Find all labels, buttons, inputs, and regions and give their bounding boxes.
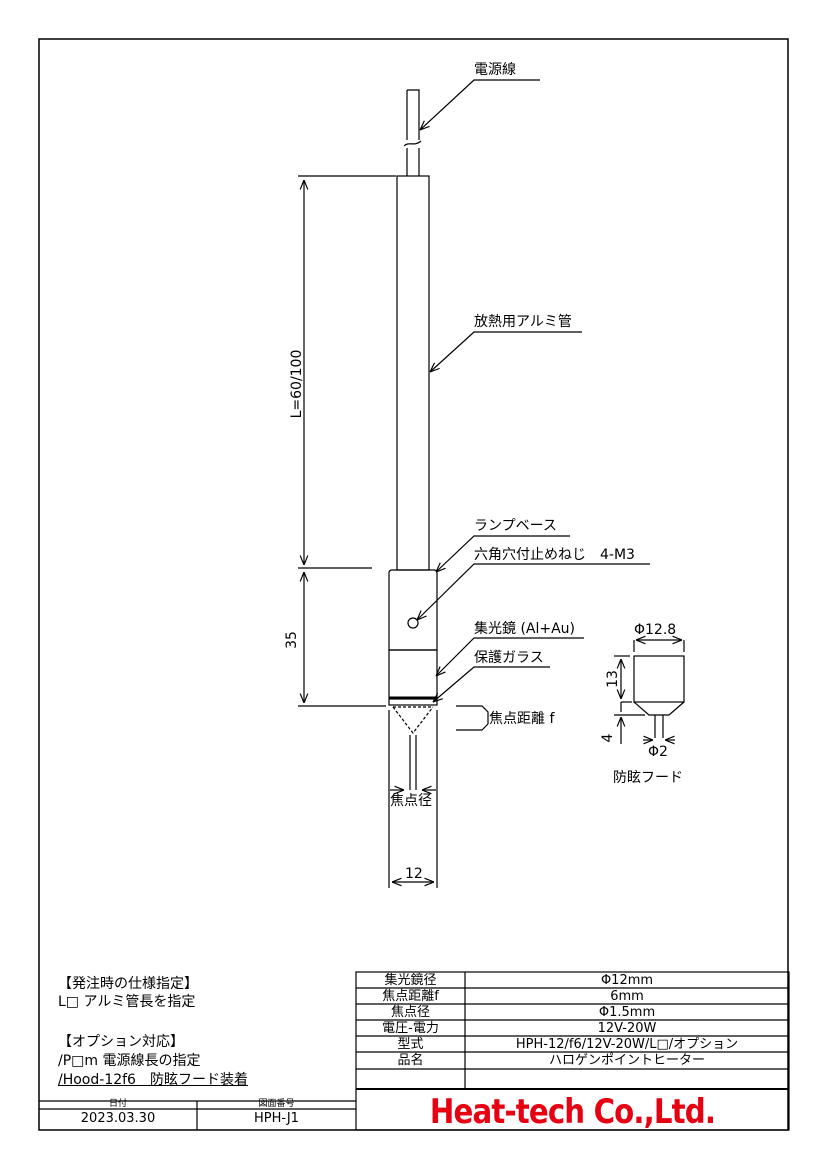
lamp-base: [388, 569, 438, 651]
spec-key: 品名: [397, 1053, 424, 1068]
spec-key: 焦点距離f: [382, 989, 439, 1004]
lamp-base-label: ランプベース: [474, 518, 557, 534]
spec-title: 【発注時の仕様指定】: [58, 976, 198, 992]
power-wire: [406, 89, 420, 176]
drawing-number: HPH-J1: [254, 1111, 299, 1126]
option-line-1: /P□m 電源線長の指定: [58, 1053, 201, 1069]
dim-L-label: L=60/100: [289, 349, 305, 419]
spec-value: HPH-12/f6/12V-20W/L□/オプション: [515, 1037, 739, 1052]
option-title: 【オプション対応】: [58, 1034, 184, 1050]
title-block-lines: [39, 971, 790, 1131]
date-header: 日付: [108, 1099, 127, 1109]
focal-distance-label: 焦点距離 f: [489, 711, 555, 727]
focal-diameter-label: 焦点径: [390, 793, 432, 809]
power-wire-label: 電源線: [474, 62, 516, 78]
dim-12-label: 12: [405, 866, 423, 882]
drawing-number-header: 図面番号: [258, 1099, 295, 1109]
spec-line: L□ アルミ管長を指定: [58, 994, 196, 1010]
heater-drawing: [298, 79, 685, 888]
hex-screw-hole: [407, 617, 419, 629]
spec-key: 焦点径: [390, 1005, 430, 1020]
hood-drawing: [614, 640, 685, 744]
reflector-label: 集光鏡 (Al+Au): [474, 621, 576, 637]
aluminum-tube-label: 放熱用アルミ管: [474, 314, 572, 330]
hood-name-label: 防眩フード: [613, 770, 683, 786]
date-value: 2023.03.30: [80, 1111, 156, 1126]
spec-key: 電圧-電力: [382, 1021, 439, 1036]
spec-key: 集光鏡径: [384, 973, 437, 988]
dim-35-label: 35: [284, 631, 300, 649]
wire-break: [403, 140, 422, 147]
company-name: Heat-tech Co.,Ltd.: [429, 1092, 716, 1132]
hood-height-label: 13: [605, 670, 621, 688]
spec-value: Φ12mm: [600, 973, 654, 988]
spec-value: 12V-20W: [597, 1021, 657, 1036]
reflector-section: [388, 649, 438, 699]
option-line-2: /Hood-12f6 防眩フード装着: [58, 1072, 248, 1088]
aluminum-tube: [396, 175, 430, 571]
glass-label: 保護ガラス: [474, 650, 544, 666]
hood-tip-label: 4: [600, 733, 616, 743]
hood-diameter-label: Φ12.8: [634, 622, 677, 638]
spec-value: ハロゲンポイントヒーター: [548, 1053, 705, 1068]
spec-value: 6mm: [610, 989, 644, 1004]
hex-screw-label: 六角穴付止めねじ 4-M3: [474, 547, 635, 563]
hood-phi2-label: Φ2: [648, 744, 668, 760]
focal-cone: [392, 706, 434, 734]
drawing-border: [38, 38, 789, 1131]
spec-key: 型式: [397, 1037, 424, 1052]
spec-value: Φ1.5mm: [598, 1005, 656, 1020]
